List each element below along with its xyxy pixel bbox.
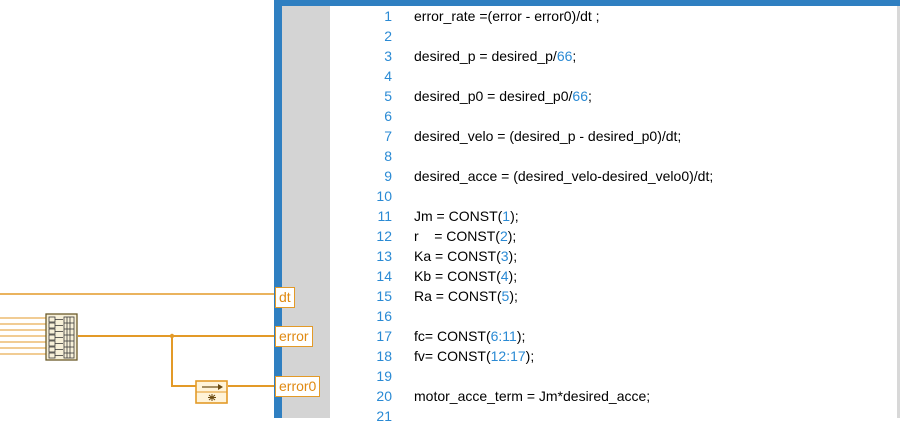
numeric-literal: 3	[500, 248, 509, 264]
code-text: );	[510, 208, 519, 224]
code-text: fv= CONST(	[414, 348, 491, 364]
line-number: 13	[376, 248, 392, 264]
code-text: desired_acce = (desired_velo-desired_vel…	[414, 168, 714, 184]
code-line[interactable]: fc= CONST(6:11);	[414, 326, 525, 346]
line-number: 10	[376, 188, 392, 204]
line-number: 15	[376, 288, 392, 304]
code-line[interactable]: motor_acce_term = Jm*desired_acce;	[414, 386, 650, 406]
code-text: desired_p = desired_p/	[414, 48, 557, 64]
code-text: r = CONST(	[414, 228, 500, 244]
line-number: 19	[376, 368, 392, 384]
code-text: );	[516, 328, 526, 344]
code-line[interactable]: fv= CONST(12:17);	[414, 346, 534, 366]
line-number: 7	[384, 128, 392, 144]
code-text: ;	[587, 88, 592, 104]
numeric-literal: 1	[502, 208, 511, 224]
code-line[interactable]: r = CONST(2);	[414, 226, 516, 246]
line-number: 1	[384, 8, 392, 24]
line-number: 20	[376, 388, 392, 404]
code-text: );	[508, 268, 518, 284]
numeric-literal: 66	[556, 48, 573, 64]
line-number: 21	[376, 408, 392, 424]
editor-right-edge	[897, 6, 900, 418]
code-text: );	[508, 248, 518, 264]
code-line[interactable]: desired_acce = (desired_velo-desired_vel…	[414, 166, 713, 186]
code-text: ;	[572, 48, 577, 64]
line-number: 6	[384, 108, 392, 124]
code-text: motor_acce_term = Jm*desired_acce;	[414, 388, 651, 404]
code-line[interactable]: desired_velo = (desired_p - desired_p0)/…	[414, 126, 681, 146]
code-text: error_rate =(error - error0)/dt ;	[414, 8, 600, 24]
code-line[interactable]: Kb = CONST(4);	[414, 266, 517, 286]
code-text: Jm = CONST(	[414, 208, 503, 224]
numeric-literal: 6:11	[490, 328, 517, 344]
code-line[interactable]: Ra = CONST(5);	[414, 286, 518, 306]
wires	[0, 293, 276, 387]
line-number: 11	[377, 208, 392, 224]
code-text: desired_velo = (desired_p - desired_p0)/…	[414, 128, 682, 144]
wire-junction	[169, 333, 175, 339]
wire-error-branch[interactable]	[171, 336, 196, 387]
terminal-dt[interactable]: dt	[275, 287, 295, 308]
numeric-literal: 12:17	[490, 348, 526, 364]
code-text: Ka = CONST(	[414, 248, 501, 264]
line-number: 2	[384, 28, 392, 44]
line-number: 18	[376, 348, 392, 364]
line-number-gutter	[282, 6, 330, 418]
line-number: 12	[376, 228, 392, 244]
script-editor[interactable]	[330, 6, 897, 418]
line-number: 14	[376, 268, 392, 284]
code-line[interactable]: error_rate =(error - error0)/dt ;	[414, 6, 600, 26]
code-line[interactable]: desired_p = desired_p/66;	[414, 46, 576, 66]
numeric-literal: 4	[500, 268, 509, 284]
code-text: );	[507, 228, 517, 244]
line-number: 4	[384, 68, 392, 84]
code-text: );	[509, 288, 518, 304]
code-line[interactable]: Jm = CONST(1);	[414, 206, 519, 226]
code-line[interactable]: Ka = CONST(3);	[414, 246, 517, 266]
terminal-error0[interactable]: error0	[275, 376, 321, 397]
line-number: 9	[384, 168, 392, 184]
line-number: 8	[384, 148, 392, 164]
numeric-literal: 66	[572, 88, 588, 104]
terminal-error[interactable]: error	[275, 326, 313, 347]
code-text: fc= CONST(	[414, 328, 491, 344]
code-text: Kb = CONST(	[414, 268, 501, 284]
feedback-node[interactable]	[195, 380, 228, 404]
line-number: 5	[384, 88, 392, 104]
code-text: Ra = CONST(	[414, 288, 502, 304]
code-text: );	[525, 348, 535, 364]
code-text: desired_p0 = desired_p0/	[414, 88, 573, 104]
line-number: 3	[384, 48, 392, 64]
build-array-node[interactable]	[45, 313, 78, 361]
line-number: 16	[376, 308, 392, 324]
initializer-star-icon	[208, 394, 216, 401]
build-array-icon	[48, 316, 75, 359]
arrow-right-icon	[202, 384, 223, 390]
numeric-literal: 2	[499, 228, 508, 244]
numeric-literal: 5	[501, 288, 510, 304]
code-line[interactable]: desired_p0 = desired_p0/66;	[414, 86, 592, 106]
line-number: 17	[376, 328, 392, 344]
